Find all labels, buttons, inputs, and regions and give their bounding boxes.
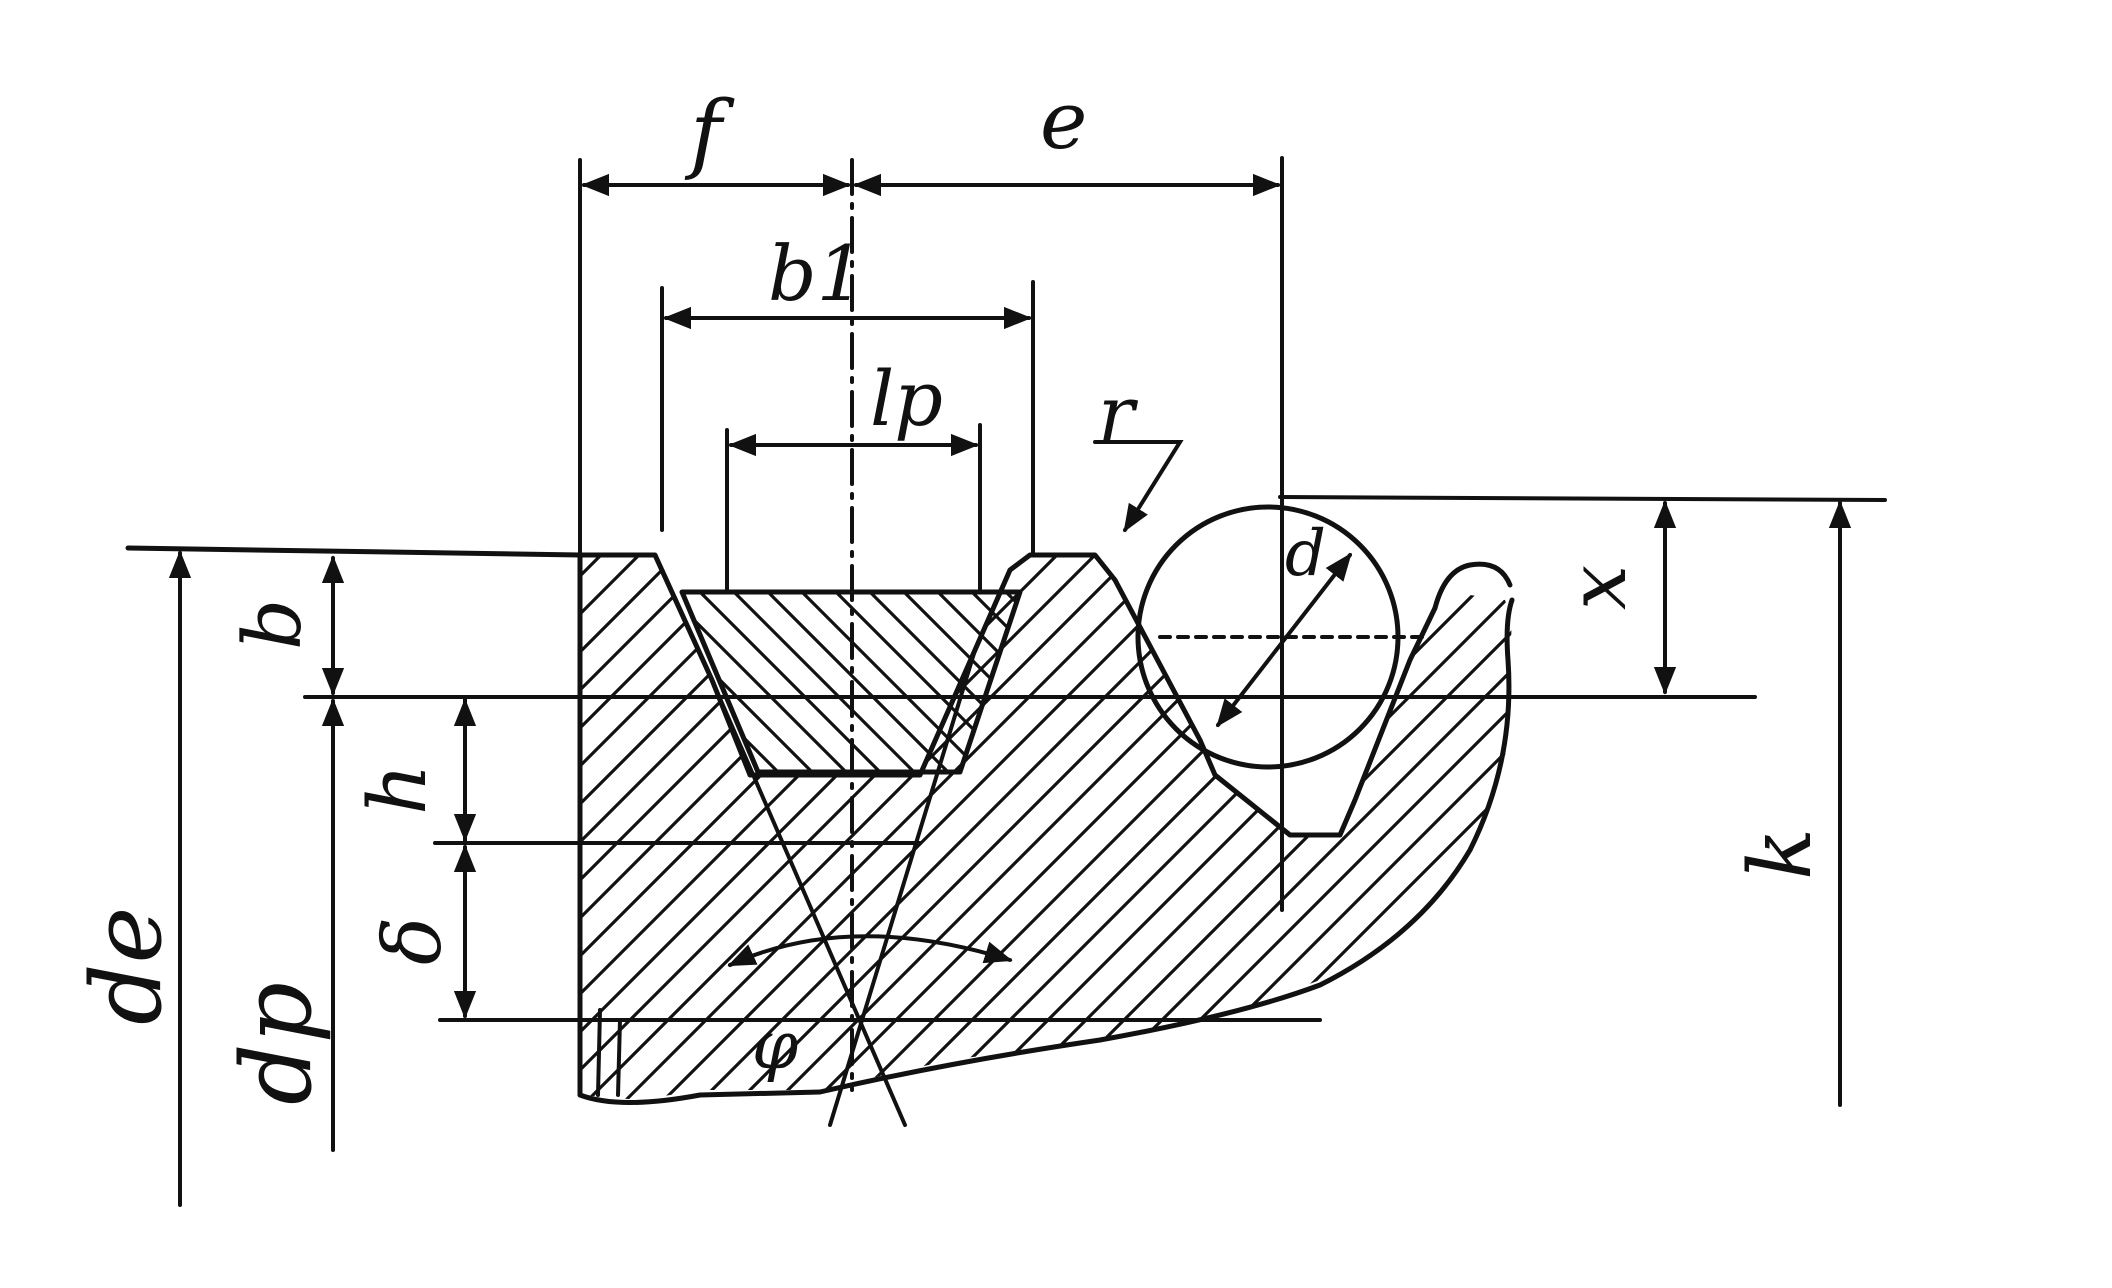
hatch-line [580, 555, 732, 1100]
hatch-line [908, 555, 1492, 1100]
label-phi: φ [752, 1007, 798, 1084]
label-e: e [1040, 74, 1087, 167]
label-de: de [71, 907, 183, 1025]
outer-diameter-line [125, 545, 583, 558]
label-delta: δ [366, 917, 459, 965]
hatch-line [1674, 580, 1874, 780]
hatch-line [1212, 555, 1512, 1100]
hatch-line [686, 592, 890, 772]
hatch-line [788, 592, 992, 772]
hatch-line [0, 540, 160, 1120]
label-b1: b1 [768, 229, 865, 318]
hatch-line [604, 555, 1188, 1100]
angle-line-right [828, 648, 977, 1127]
hatch-line [0, 540, 122, 1120]
belt-outline [679, 589, 1023, 775]
hatch-line [580, 555, 998, 1100]
hatch-line [756, 555, 1340, 1100]
label-x: x [1551, 565, 1644, 610]
hatch-line [1364, 555, 1512, 1100]
radius-leader [1093, 440, 1184, 533]
hatch-line [1822, 540, 2112, 1120]
hatch-line [382, 580, 582, 780]
next-groove-tip [1432, 561, 1513, 611]
roller-top-line [1278, 495, 1887, 502]
hatch-line [1594, 540, 2112, 1120]
hatch-line [0, 540, 8, 1120]
hatch-line [1402, 555, 1512, 1100]
pulley-break-line [577, 597, 1515, 1105]
hatch-line [314, 580, 514, 780]
hatch-line [946, 555, 1512, 1100]
label-dp: dp [221, 982, 333, 1105]
hatch-line [856, 592, 1020, 772]
hatch-line [0, 540, 236, 1120]
hatch-line [1860, 540, 2112, 1120]
hatch-line [1708, 580, 1908, 780]
hatch-line [1174, 555, 1512, 1100]
hatch-line [348, 580, 548, 780]
hatch-line [870, 555, 1454, 1100]
hatch-line [924, 592, 1020, 772]
hatch-line [2012, 540, 2112, 1120]
hatch-line [580, 555, 1112, 1100]
angle-line-left [710, 678, 907, 1127]
label-r: r [1098, 369, 1139, 458]
hatch-line [1022, 555, 1512, 1100]
hatch-line [0, 540, 198, 1120]
hatch-line [580, 555, 694, 1100]
hatch-line [2050, 540, 2112, 1120]
hatch-line [0, 540, 46, 1120]
hatch-line [1776, 580, 1976, 780]
label-lp: lp [870, 354, 943, 443]
angle-arc-phi [727, 934, 1013, 967]
hatch-line [754, 592, 958, 772]
hatch-line [580, 555, 1036, 1100]
hatch-line [1060, 555, 1512, 1100]
hatch-line [794, 555, 1378, 1100]
label-d: d [1285, 517, 1326, 591]
label-k: k [1731, 828, 1831, 880]
hatch-line [1974, 540, 2112, 1120]
hatch-line [580, 555, 656, 1100]
hatch-line [580, 555, 770, 1100]
label-f: f [684, 83, 735, 183]
hatch-line [642, 555, 1226, 1100]
hatch-line [580, 555, 1150, 1100]
hatch-line [1936, 540, 2112, 1120]
hatch-line [2088, 540, 2112, 1120]
hatch-line [580, 555, 922, 1100]
hatch-line [1198, 580, 1398, 780]
hatch-line [984, 555, 1512, 1100]
hatch-line [1898, 540, 2112, 1120]
label-b: b [226, 599, 319, 650]
pulley-hub-edge [596, 1008, 622, 1097]
hatch-line [1632, 540, 2112, 1120]
hatch-line [1098, 555, 1512, 1100]
hatch-line [1784, 540, 2112, 1120]
hatch-line [1556, 540, 2112, 1120]
hatch-line [1640, 580, 1840, 780]
belt-hatching [314, 580, 1976, 780]
label-h: h [351, 763, 444, 815]
hatch-line [720, 592, 924, 772]
hatch-line [0, 540, 426, 1120]
hatch-line [0, 540, 84, 1120]
